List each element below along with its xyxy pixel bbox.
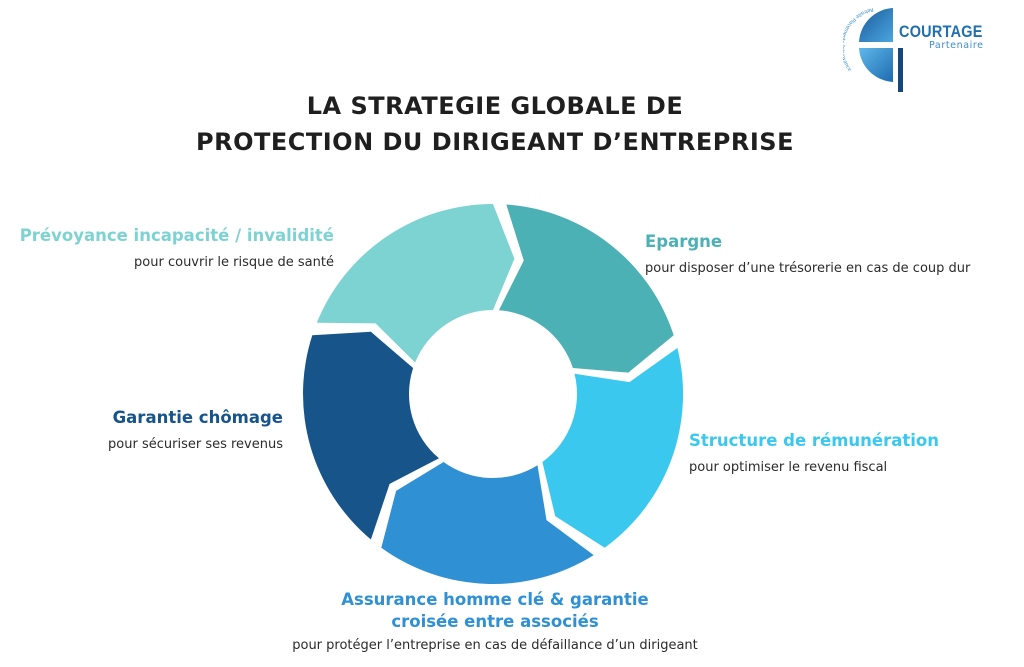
cycle-segment-structure	[542, 348, 684, 548]
cycle-segment-prevoyance	[316, 204, 515, 363]
cycle-segment-chomage	[303, 331, 439, 540]
label-assurance-title-line-1: Assurance homme clé & garantie	[341, 590, 649, 609]
page-title: LA STRATEGIE GLOBALE DE PROTECTION DU DI…	[0, 88, 990, 160]
courtage-partenaire-logo: Retraite Placements Prévoyance COURTAGE …	[839, 2, 1023, 97]
title-line-1: LA STRATEGIE GLOBALE DE	[306, 92, 684, 120]
label-assurance-subtitle: pour protéger l’entreprise en cas de déf…	[292, 638, 698, 653]
label-epargne-title: Epargne	[645, 232, 723, 251]
label-prevoyance: Prévoyance incapacité / invalidité pour …	[20, 225, 334, 273]
label-epargne-subtitle: pour disposer d’une trésorerie en cas de…	[645, 261, 971, 276]
label-structure-title: Structure de rémunération	[689, 431, 939, 450]
label-assurance-title-line-2: croisée entre associés	[391, 612, 599, 631]
label-chomage: Garantie chômage pour sécuriser ses reve…	[108, 407, 283, 455]
label-chomage-title: Garantie chômage	[112, 408, 283, 427]
cycle-segment-assurance	[381, 462, 594, 584]
logo-name: COURTAGE	[899, 22, 983, 41]
logo-subtitle: Partenaire	[929, 40, 984, 51]
label-prevoyance-title: Prévoyance incapacité / invalidité	[19, 226, 334, 245]
label-assurance: Assurance homme clé & garantie croisée e…	[240, 589, 750, 656]
logo-mark-icon: Retraite Placements Prévoyance	[839, 6, 923, 92]
label-chomage-subtitle: pour sécuriser ses revenus	[108, 437, 283, 452]
title-line-2: PROTECTION DU DIRIGEANT D’ENTREPRISE	[196, 128, 794, 156]
label-prevoyance-subtitle: pour couvrir le risque de santé	[134, 255, 334, 270]
label-structure-subtitle: pour optimiser le revenu fiscal	[689, 460, 888, 475]
label-epargne: Epargne pour disposer d’une trésorerie e…	[645, 231, 970, 279]
label-structure: Structure de rémunération pour optimiser…	[689, 430, 939, 478]
cycle-segment-epargne	[498, 204, 674, 373]
